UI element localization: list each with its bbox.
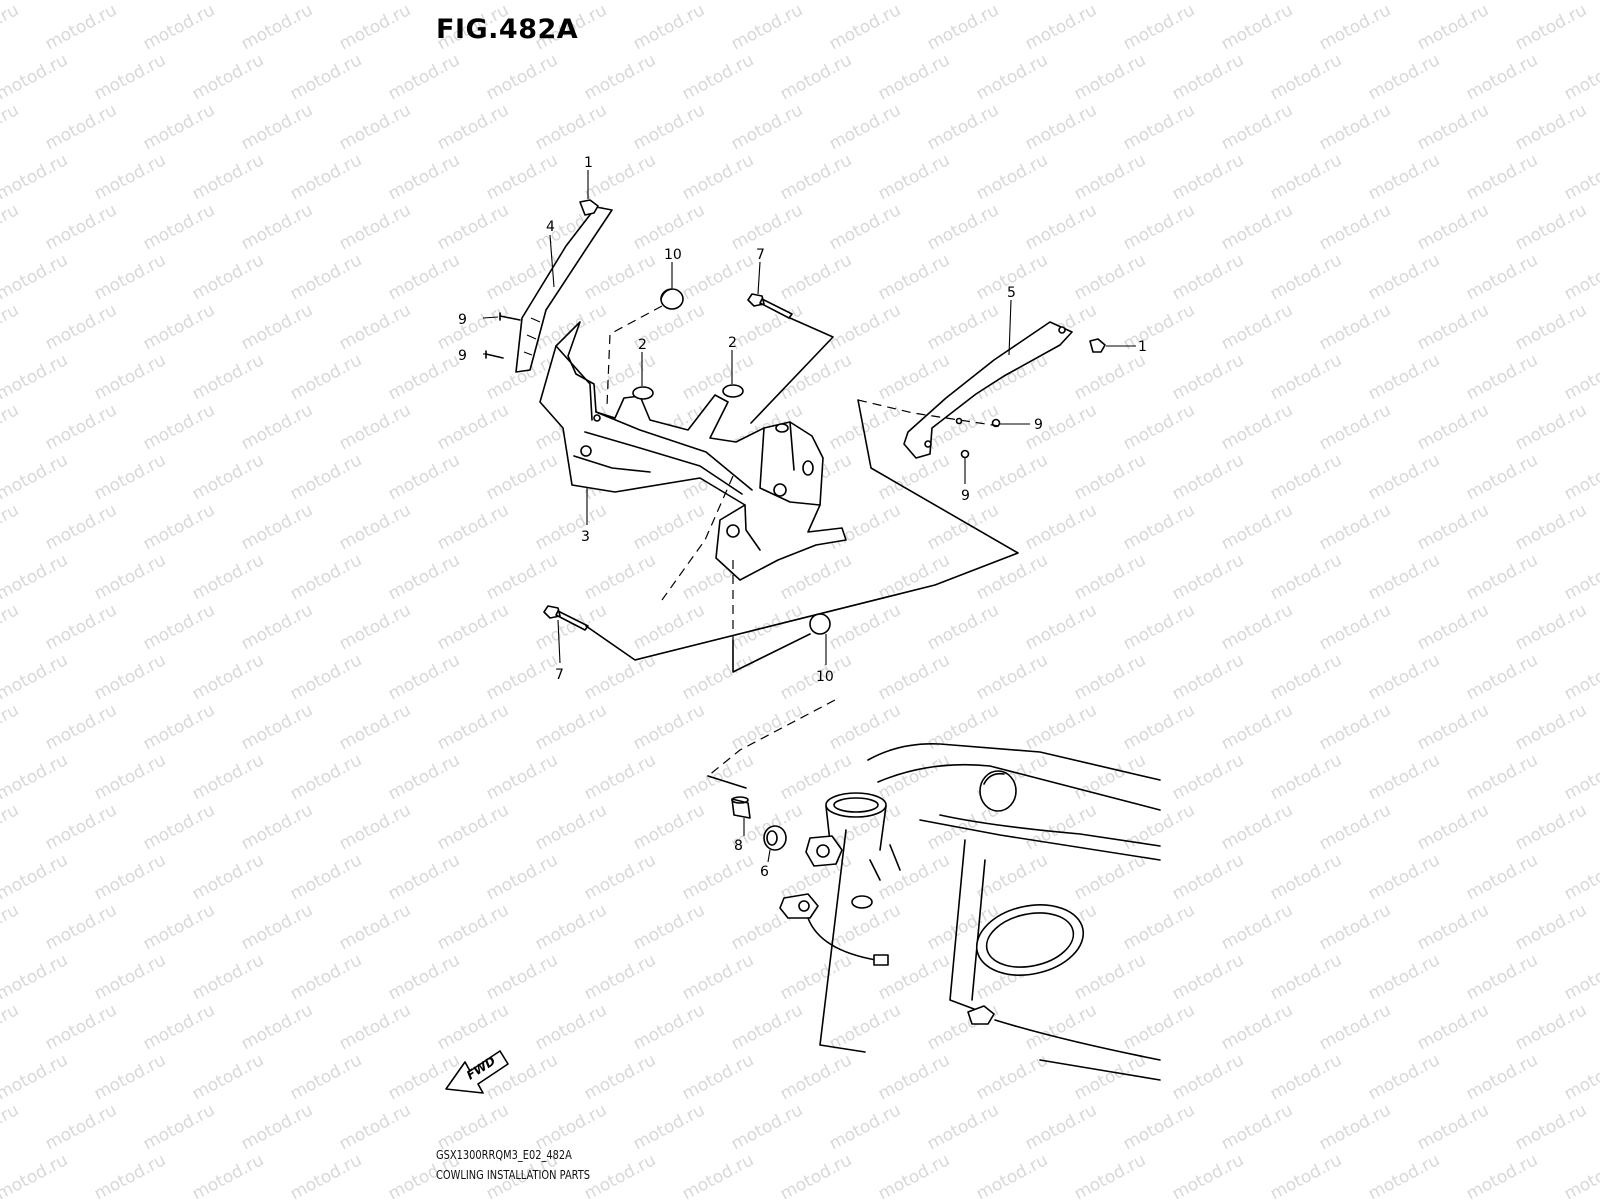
callout-10-lower: 10 (816, 669, 834, 685)
part-2-grommet-b (722, 384, 744, 398)
callout-7-upper: 7 (756, 247, 765, 263)
callout-7-lower: 7 (555, 667, 564, 683)
callout-3: 3 (581, 529, 590, 545)
cowling-bracket-assembly (485, 199, 1106, 789)
callout-8: 8 (734, 838, 743, 854)
callout-10-upper: 10 (664, 247, 682, 263)
figure-title: FIG.482A (436, 14, 579, 45)
part-2-grommet-a (632, 386, 654, 400)
part-8-bushing (731, 798, 751, 819)
frame-assembly (731, 743, 1161, 1081)
callout-9-upper-left: 9 (458, 312, 467, 328)
part-9-screw-a (499, 312, 521, 321)
callout-labels: 1 4 10 7 5 1 9 9 2 2 9 9 3 7 10 8 6 (458, 155, 1147, 880)
part-1-clip-upper (579, 199, 599, 216)
figure-description: COWLING INSTALLATION PARTS (436, 1168, 591, 1182)
part-1-clip-right (1089, 338, 1106, 353)
callout-5: 5 (1007, 285, 1016, 301)
callout-1-top: 1 (584, 155, 593, 171)
callout-6: 6 (760, 864, 769, 880)
part-7-bolt-lower (543, 605, 589, 631)
figure-code: GSX1300RRQM3_E02_482A (436, 1148, 572, 1162)
part-7-bolt-upper (747, 293, 793, 319)
leader-lines (482, 170, 1136, 863)
part-10-grommet-lower (809, 613, 831, 635)
frame-outline (867, 743, 1161, 781)
part-9-screw-d (960, 449, 970, 459)
callout-9-bottom: 9 (961, 488, 970, 504)
part-9-screw-b (485, 350, 504, 359)
callout-9-right: 9 (1034, 417, 1043, 433)
callout-9-lower-left: 9 (458, 348, 467, 364)
callout-1-right: 1 (1138, 339, 1147, 355)
part-5-plate (903, 321, 1073, 459)
fwd-arrow-icon: FWD (445, 1050, 509, 1094)
callout-2-right: 2 (728, 335, 737, 351)
part-4-stay (515, 206, 613, 373)
callout-2-left: 2 (638, 337, 647, 353)
steering-head (825, 792, 887, 818)
part-3-bracket (539, 321, 847, 581)
callout-4: 4 (546, 219, 555, 235)
